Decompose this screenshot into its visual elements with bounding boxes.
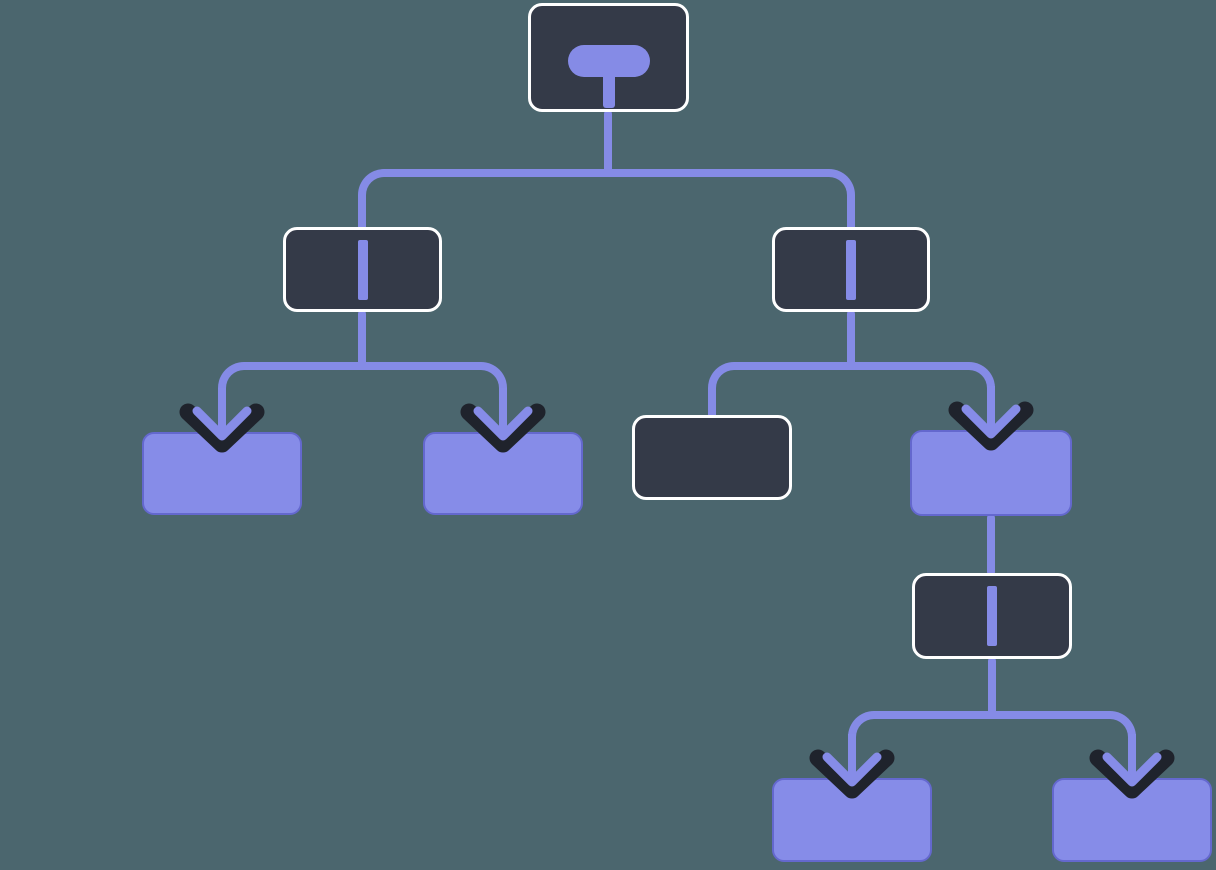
branch-node-left[interactable] [283,227,442,312]
edge-branch-right-down [847,310,855,368]
arrow-down-chevron-icon [948,386,1034,451]
branch-node-right[interactable] [772,227,930,312]
vertical-bar-icon [357,239,368,300]
leaf-node-bottom-1[interactable] [772,778,932,862]
arrow-down-chevron-icon [809,734,895,799]
arrow-down-chevron-icon [1089,734,1175,799]
root-node[interactable] [528,3,689,112]
vertical-bar-icon [987,586,997,646]
edge-root-to-junction [604,110,612,174]
edge-branch-bottom-down [988,657,996,716]
arrow-down-chevron-icon [460,388,546,453]
vertical-bar-icon [846,239,856,300]
root-node-stem-shape [602,72,615,108]
junction-root-split [358,169,855,227]
arrow-down-chevron-icon [179,388,265,453]
edge-mid-purple-to-branch-bottom [987,514,995,576]
leaf-node-dark[interactable] [632,415,792,500]
edge-branch-left-down [358,310,366,367]
branch-node-bottom[interactable] [912,573,1072,659]
root-node-pill-shape [567,45,650,77]
